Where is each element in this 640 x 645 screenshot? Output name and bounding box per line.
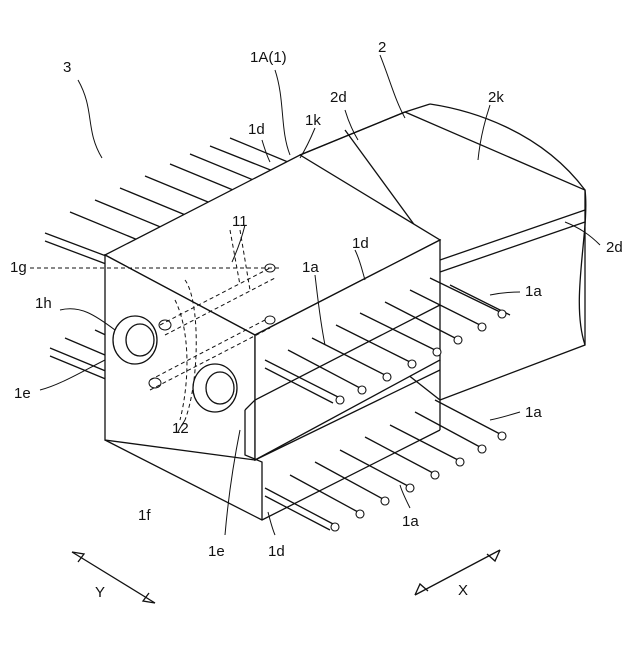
label-1A: 1A(1)	[250, 49, 287, 66]
label-axis-x: X	[458, 582, 468, 599]
label-1h: 1h	[35, 295, 52, 312]
label-12: 12	[172, 420, 189, 437]
label-1d-bottom: 1d	[268, 543, 285, 560]
axis-arrows	[72, 550, 500, 603]
label-2: 2	[378, 39, 386, 56]
label-1d-mid: 1d	[352, 235, 369, 252]
label-1g: 1g	[10, 259, 27, 276]
label-1a-bottom: 1a	[402, 513, 419, 530]
label-1d-top: 1d	[248, 121, 265, 138]
label-2d-right: 2d	[606, 239, 623, 256]
label-1a-right-lower: 1a	[525, 404, 542, 421]
label-2d-top: 2d	[330, 89, 347, 106]
label-1k: 1k	[305, 112, 321, 129]
label-1a-mid: 1a	[302, 259, 319, 276]
label-11: 11	[232, 213, 248, 230]
hole-1h	[113, 316, 157, 364]
label-1e-bottom: 1e	[208, 543, 225, 560]
hole-lower	[193, 364, 237, 412]
label-1e-left: 1e	[14, 385, 31, 402]
label-axis-y: Y	[95, 584, 105, 601]
label-1f: 1f	[138, 507, 151, 524]
label-2k: 2k	[488, 89, 504, 106]
label-1a-right-upper: 1a	[525, 283, 542, 300]
label-3: 3	[63, 59, 71, 76]
